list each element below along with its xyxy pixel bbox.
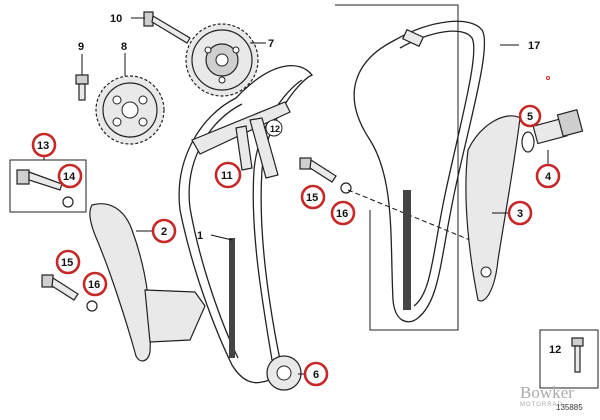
pin-13-group (9, 159, 87, 213)
callout-12-inline-label: 12 (270, 124, 280, 134)
svg-text:13: 13 (37, 140, 49, 152)
ringed-callout-15-center: 15 (300, 184, 326, 210)
diagram-id: 135885 (556, 403, 583, 412)
watermark-sub: MOTORRAD (520, 402, 563, 408)
bolt-10 (143, 11, 191, 44)
guide-rail-11 (191, 101, 291, 179)
chain-kit-17 (335, 4, 486, 331)
svg-text:16: 16 (88, 279, 100, 291)
guide-rail-3 (465, 115, 521, 302)
ringed-callout-2: 2 (151, 218, 177, 244)
ringed-callout-11: 11 (214, 161, 242, 189)
ringed-callout-15-left: 15 (55, 249, 81, 275)
callout-1: 1 (197, 230, 203, 242)
svg-text:4: 4 (545, 171, 552, 183)
timing-chain-1 (178, 65, 314, 384)
pin-15-center (299, 157, 352, 194)
callout-8: 8 (121, 41, 127, 53)
callout-12-inline (265, 119, 283, 137)
ringed-callout-16-left: 16 (82, 271, 108, 297)
callout-9: 9 (78, 41, 84, 53)
svg-text:5: 5 (527, 111, 533, 123)
svg-text:14: 14 (63, 171, 76, 183)
callout-7: 7 (268, 38, 274, 50)
tensioner-rail-2 (89, 203, 206, 362)
svg-text:15: 15 (61, 257, 73, 269)
ringed-callout-6: 6 (303, 361, 329, 387)
ringed-callout-16-center: 16 (330, 200, 356, 226)
chain-links-1 (229, 238, 235, 358)
pin-15-left (41, 274, 98, 312)
ringed-callout-13: 13 (31, 132, 57, 158)
ringed-callout-5: 5 (518, 104, 542, 128)
ringed-callout-14: 14 (57, 163, 83, 189)
svg-text:16: 16 (336, 208, 348, 220)
svg-text:3: 3 (517, 208, 523, 220)
ringed-callout-3: 3 (507, 200, 533, 226)
svg-text:11: 11 (221, 170, 233, 182)
callout-17: 17 (528, 40, 540, 52)
camshaft-sprocket-7 (185, 23, 259, 97)
callout-12-box-label: 12 (549, 344, 561, 356)
leader-lines (43, 17, 549, 375)
crank-sprocket-6 (266, 355, 302, 391)
camshaft-sprocket-8 (95, 75, 165, 145)
bolt-9 (75, 74, 89, 101)
svg-text:15: 15 (306, 192, 318, 204)
ringed-callout-4: 4 (535, 163, 561, 189)
callout-10: 10 (110, 13, 122, 25)
bolt-12-box (539, 329, 599, 389)
chain-tensioner-4 (521, 76, 584, 153)
svg-text:6: 6 (313, 369, 319, 381)
svg-text:2: 2 (161, 226, 167, 238)
watermark-brand: Bowker (520, 383, 574, 402)
